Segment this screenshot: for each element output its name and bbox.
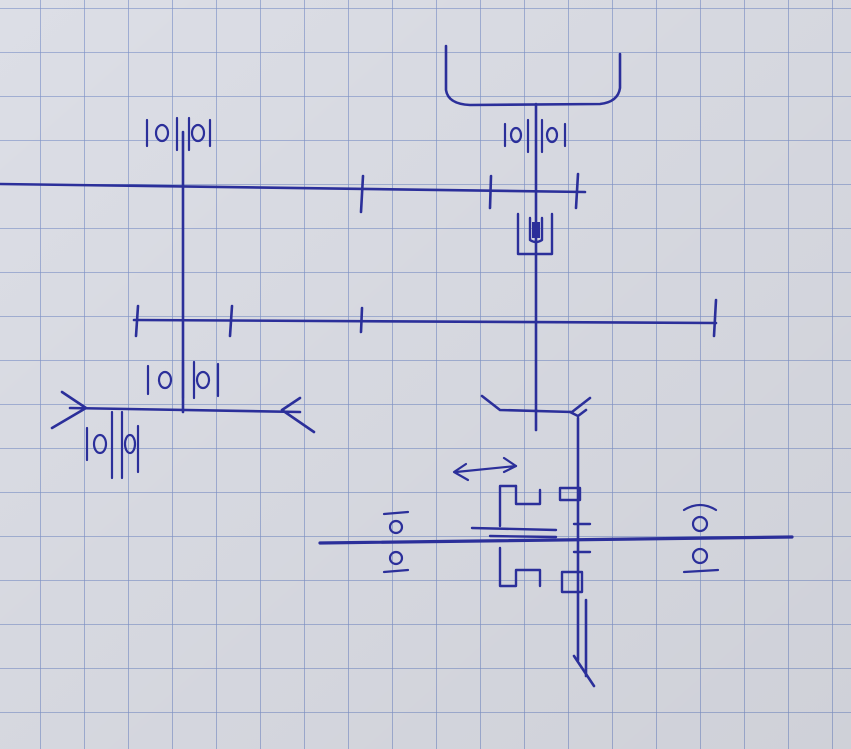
bearing-right-top [503, 118, 567, 154]
shaft-left-low [50, 390, 316, 434]
sliding-gear-clutch [470, 484, 592, 594]
shaft-middle [132, 298, 718, 338]
coupling-top [516, 212, 554, 256]
shift-arrow [452, 456, 518, 482]
output-shaft-right [682, 503, 720, 574]
output-arrow-down [572, 598, 596, 688]
shaft-bottom [318, 535, 794, 545]
bearing-left-mid [146, 360, 220, 400]
bearing-bottom-mid [382, 510, 410, 574]
bearing-left-low [85, 410, 140, 480]
motor-bracket [444, 44, 622, 412]
bearing-left-top [145, 116, 212, 152]
